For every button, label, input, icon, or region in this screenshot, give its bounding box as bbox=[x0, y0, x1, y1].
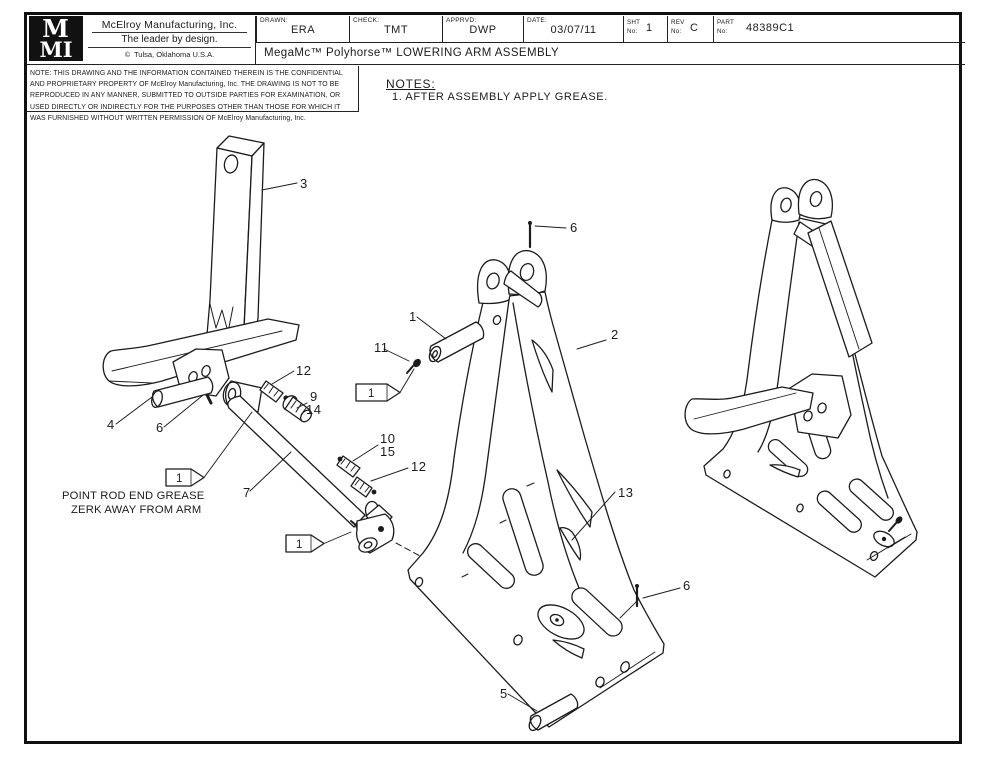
callout-11: 11 bbox=[374, 340, 389, 355]
assembly-flag-b bbox=[165, 411, 253, 487]
mcelroy-logo: M MI bbox=[29, 16, 83, 61]
assembly-flag-c bbox=[285, 531, 352, 553]
company-name: McElroy Manufacturing, Inc. bbox=[101, 19, 238, 31]
field-apprvd: APPRVD: DWP bbox=[442, 16, 523, 42]
assembly-flag-a bbox=[355, 368, 415, 402]
copyright-symbol: © bbox=[124, 52, 130, 59]
field-drawn: DRAWN: ERA bbox=[256, 16, 349, 42]
callout-6-left: 6 bbox=[156, 420, 164, 435]
confidentiality-note: NOTE: THIS DRAWING AND THE INFORMATION C… bbox=[27, 66, 359, 122]
callout-3: 3 bbox=[300, 176, 308, 191]
callout-6-right: 6 bbox=[683, 578, 691, 593]
callout-1: 1 bbox=[409, 309, 417, 324]
callout-4: 4 bbox=[107, 417, 115, 432]
logo-letter-m: M bbox=[42, 14, 70, 43]
note-item-1: 1. AFTER ASSEMBLY APPLY GREASE. bbox=[392, 91, 608, 103]
flag-a-number: 1 bbox=[368, 388, 375, 400]
plug-fitting-9-14 bbox=[282, 395, 313, 423]
callout-labels: 3 4 6 12 9 14 10 15 12 7 11 1 6 2 13 6 5… bbox=[62, 176, 691, 701]
callout-12-b: 12 bbox=[411, 459, 426, 474]
logo-letters-mi: MI bbox=[39, 37, 73, 63]
company-tagline: The leader by design. bbox=[92, 32, 247, 45]
callout-12-a: 12 bbox=[296, 363, 311, 378]
callout-10: 10 bbox=[380, 431, 395, 446]
drawing-border bbox=[24, 12, 962, 744]
field-date: DATE: 03/07/11 bbox=[523, 16, 623, 42]
grease-note-line1: POINT ROD END GREASE bbox=[62, 490, 204, 502]
flag-c-number: 1 bbox=[296, 539, 303, 551]
callout-7: 7 bbox=[243, 485, 251, 500]
callout-5: 5 bbox=[500, 686, 508, 701]
grease-fitting-10-15 bbox=[336, 455, 361, 478]
lowering-arm-exploded-view bbox=[102, 135, 434, 564]
callout-13: 13 bbox=[618, 485, 633, 500]
company-cell: McElroy Manufacturing, Inc. The leader b… bbox=[84, 16, 256, 64]
frame-exploded-view bbox=[406, 221, 665, 732]
grease-fitting-12b bbox=[350, 476, 377, 498]
callout-leaders bbox=[115, 182, 681, 712]
company-location: ©Tulsa, Oklahoma U.S.A. bbox=[88, 47, 251, 59]
callout-15: 15 bbox=[380, 444, 395, 459]
header-divider bbox=[27, 64, 965, 65]
callout-9: 9 bbox=[310, 389, 318, 404]
drawing-title: MegaMc™ Polyhorse™ LOWERING ARM ASSEMBLY bbox=[256, 42, 965, 65]
callout-14: 14 bbox=[306, 402, 321, 417]
grease-note-line2: ZERK AWAY FROM ARM bbox=[71, 504, 201, 516]
callout-6-top: 6 bbox=[570, 220, 578, 235]
tube-hole bbox=[223, 154, 239, 174]
frame-assembled-view bbox=[684, 178, 918, 578]
callout-2: 2 bbox=[611, 327, 619, 342]
grease-fitting-12a bbox=[259, 380, 289, 403]
field-check: CHECK: TMT bbox=[349, 16, 442, 42]
notes-heading: NOTES: bbox=[386, 77, 436, 91]
flag-b-number: 1 bbox=[176, 473, 183, 485]
